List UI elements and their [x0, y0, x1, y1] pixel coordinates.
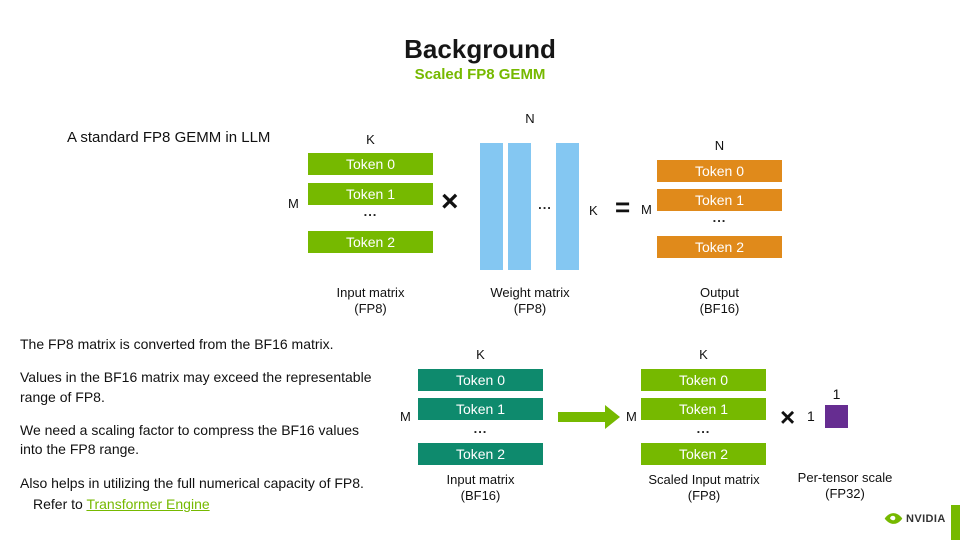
caption-per-tensor-scale: Per-tensor scale (FP32)	[786, 470, 904, 502]
ellipsis-columns: ...	[538, 197, 552, 212]
multiply-operator: ×	[780, 402, 796, 432]
ellipsis-rows: ...	[696, 421, 711, 436]
input-fp8-dim-m: M	[288, 196, 299, 211]
scale-value-left: 1	[807, 408, 815, 424]
reference-line: Refer to Transformer Engine	[33, 496, 210, 512]
bullet-text: The FP8 matrix is converted from the BF1…	[20, 336, 334, 352]
bf16-dim-m: M	[400, 409, 411, 424]
ellipsis-rows: ...	[473, 421, 488, 436]
ellipsis-rows: ...	[712, 210, 727, 225]
equals-operator: =	[615, 192, 631, 222]
token-bar: Token 2	[308, 231, 433, 253]
page-title: Background	[404, 34, 556, 64]
scaled-dim-m: M	[626, 409, 637, 424]
caption-format: (FP8)	[354, 301, 387, 316]
caption-format: (FP32)	[825, 486, 865, 501]
reference-prefix: Refer to	[33, 496, 87, 512]
token-bar: Token 0	[657, 160, 782, 182]
conversion-arrow-head	[605, 405, 620, 429]
token-bar: Token 2	[641, 443, 766, 465]
ellipsis-rows: ...	[363, 204, 378, 219]
body-text: The FP8 matrix is converted from the BF1…	[20, 335, 376, 507]
per-tensor-scale-square	[825, 405, 848, 428]
bullet-text: Also helps in utilizing the full numeric…	[20, 474, 364, 491]
caption-line: Input matrix	[336, 285, 405, 300]
token-bar: Token 1	[308, 183, 433, 205]
caption-input-bf16: Input matrix (BF16)	[418, 472, 543, 504]
output-dim-n: N	[714, 138, 725, 153]
conversion-arrow	[558, 412, 605, 422]
output-dim-m: M	[641, 202, 652, 217]
intro-text: A standard FP8 GEMM in LLM	[67, 129, 271, 146]
bullet-text: Values in the BF16 matrix may exceed the…	[20, 369, 372, 405]
scale-value-top: 1	[832, 386, 841, 402]
transformer-engine-link[interactable]: Transformer Engine	[86, 496, 210, 512]
token-bar: Token 0	[641, 369, 766, 391]
weight-dim-n: N	[525, 111, 535, 126]
caption-line: Weight matrix	[490, 285, 570, 300]
token-bar: Token 2	[418, 443, 543, 465]
token-bar: Token 2	[657, 236, 782, 258]
scaled-dim-k: K	[699, 347, 708, 362]
page-subtitle: Scaled FP8 GEMM	[414, 66, 546, 83]
caption-format: (FP8)	[687, 488, 721, 503]
nvidia-eye-icon	[884, 512, 903, 525]
caption-line: Input matrix	[446, 472, 515, 487]
caption-line: Scaled Input matrix	[648, 472, 760, 487]
token-bar: Token 1	[418, 398, 543, 420]
caption-scaled-input: Scaled Input matrix (FP8)	[628, 472, 780, 504]
caption-line: Output	[699, 285, 740, 300]
nvidia-wordmark: NVIDIA	[906, 512, 946, 525]
caption-input-fp8: Input matrix (FP8)	[308, 285, 433, 317]
caption-weight: Weight matrix (FP8)	[464, 285, 596, 317]
nvidia-logo: NVIDIA	[884, 512, 946, 525]
caption-format: (FP8)	[513, 301, 547, 316]
token-bar: Token 0	[418, 369, 543, 391]
bullet-text: We need a scaling factor to compress the…	[20, 421, 360, 458]
token-bar: Token 0	[308, 153, 433, 175]
caption-output: Output (BF16)	[657, 285, 782, 317]
token-bar: Token 1	[657, 189, 782, 211]
caption-format: (BF16)	[460, 488, 501, 503]
weight-column-bar	[508, 143, 531, 270]
weight-column-bar	[480, 143, 503, 270]
slide-accent-bar	[951, 505, 960, 540]
multiply-operator: ×	[441, 185, 459, 218]
bf16-dim-k: K	[476, 347, 485, 362]
input-fp8-dim-k: K	[366, 132, 375, 147]
caption-line: Per-tensor scale	[797, 470, 893, 485]
caption-format: (BF16)	[699, 301, 740, 316]
token-bar: Token 1	[641, 398, 766, 420]
weight-column-bar	[556, 143, 579, 270]
weight-dim-k: K	[589, 203, 598, 218]
